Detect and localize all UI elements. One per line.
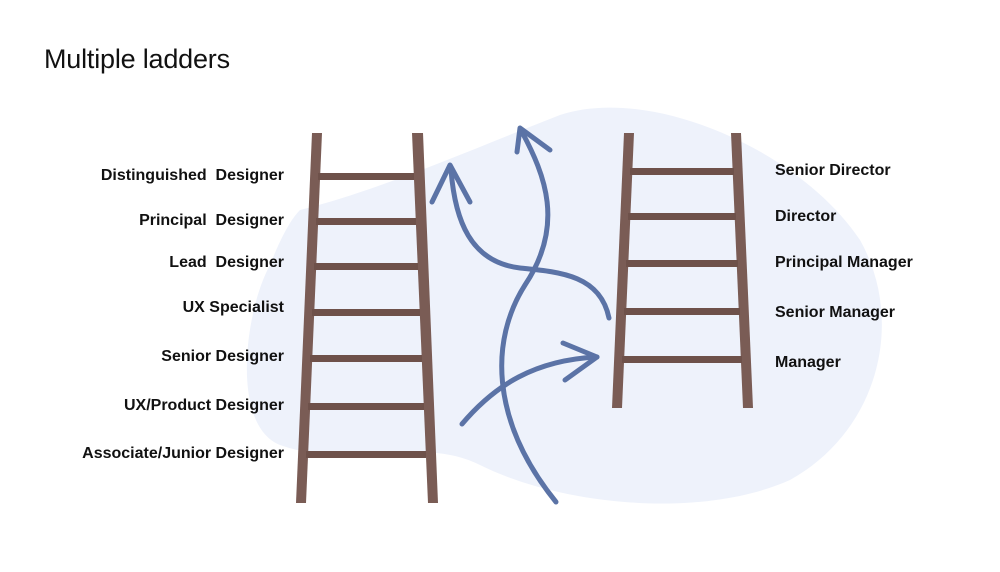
ladder-rung [312,309,420,316]
ladder-rung [626,260,738,267]
designer-rung-label: Lead Designer [169,253,284,273]
manager-rung-label: Director [775,207,836,227]
designer-rung-label: UX Specialist [183,298,284,318]
ladder-rung [310,355,422,362]
ladder-rung [316,218,416,225]
designer-rung-label: Principal Designer [139,211,284,231]
designer-rung-label: Distinguished Designer [101,166,284,186]
manager-rung-label: Manager [775,353,841,373]
manager-rung-label: Senior Director [775,161,891,181]
ladder-rung [628,213,736,220]
ladder-rung [318,173,414,180]
designer-rung-label: UX/Product Designer [124,396,284,416]
manager-rung-label: Principal Manager [775,253,913,273]
ladder-rung [314,263,418,270]
ladder-rung [306,451,426,458]
manager-rung-label: Senior Manager [775,303,895,323]
ladder-rung [308,403,424,410]
ladder-rung [630,168,734,175]
ladder-rung [622,356,742,363]
ladder-rung [624,308,740,315]
designer-rung-label: Senior Designer [161,347,284,367]
designer-rung-label: Associate/Junior Designer [82,444,284,464]
